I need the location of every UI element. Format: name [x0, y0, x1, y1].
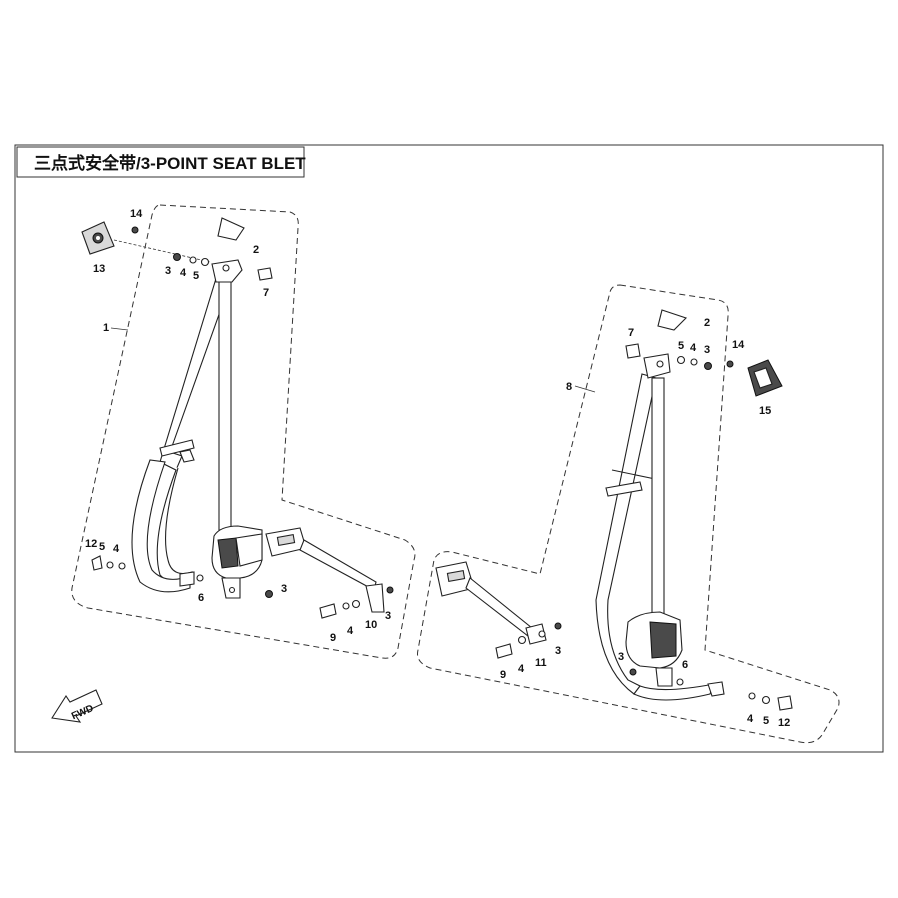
left-callout-9: 9 [330, 632, 336, 644]
right-callout-6: 6 [682, 659, 688, 671]
left-callout-3-top: 3 [165, 265, 171, 277]
left-retractor-spool [217, 537, 239, 569]
left-belt-webbing-lower [156, 461, 193, 586]
left-buckle-hardware [319, 586, 394, 619]
right-upper-bracket [747, 359, 783, 397]
left-buckle-stalk [299, 539, 377, 591]
right-belt-slide-guide [605, 481, 643, 497]
right-retractor-spool [649, 621, 677, 659]
left-seat-belt-assembly: 1 2 3 4 5 7 13 14 12 5 4 6 3 9 4 10 3 [71, 204, 416, 659]
right-anchor-hardware [629, 668, 793, 711]
left-callout-7: 7 [263, 287, 269, 299]
left-anchor-hardware [91, 555, 273, 598]
right-buckle-stalk [465, 577, 533, 637]
right-belt-webbing-vertical [651, 377, 665, 619]
left-callout-6: 6 [198, 592, 204, 604]
left-callout-10: 10 [365, 619, 377, 631]
left-belt-slide-guide [159, 439, 195, 457]
right-clip-14 [726, 360, 734, 368]
right-callout-3-low: 3 [618, 651, 624, 663]
left-callout-4-top: 4 [180, 267, 187, 279]
right-callout-11: 11 [535, 657, 547, 669]
left-callout-13: 13 [93, 263, 105, 275]
left-guide-cover [217, 217, 245, 241]
title-box: 三点式安全带/3-POINT SEAT BLET [16, 146, 306, 178]
left-upper-bracket [81, 221, 115, 255]
left-group-outline [71, 204, 416, 659]
left-buckle [265, 527, 385, 613]
diagram-title: 三点式安全带/3-POINT SEAT BLET [34, 153, 306, 173]
right-buckle-hardware [495, 622, 562, 659]
right-callout-9: 9 [500, 669, 506, 681]
right-d-ring-guide [643, 353, 671, 379]
left-bolt-7 [257, 267, 273, 281]
right-belt-lower-loop [633, 683, 715, 701]
right-retractor [625, 611, 683, 687]
right-callout-3-top: 3 [704, 344, 710, 356]
right-callout-14: 14 [732, 339, 745, 351]
right-callout-4-mid: 4 [518, 663, 525, 675]
right-callout-4-top: 4 [690, 342, 697, 354]
left-clip-14 [131, 226, 139, 234]
right-callout-3-mid: 3 [555, 645, 561, 657]
left-retractor [211, 525, 263, 599]
right-buckle [435, 561, 547, 645]
left-callout-3-mid: 3 [281, 583, 287, 595]
left-callout-3-right: 3 [385, 610, 391, 622]
right-guide-cover [657, 309, 688, 331]
left-callout-12: 12 [85, 538, 97, 550]
right-callout-2: 2 [704, 317, 710, 329]
left-callout-5-low: 5 [99, 541, 105, 553]
left-callout-1: 1 [103, 322, 109, 334]
fwd-direction-arrow: FWD [51, 689, 103, 723]
right-callout-8: 8 [566, 381, 572, 393]
right-group-outline [417, 284, 840, 744]
right-seat-belt-assembly: 8 2 7 5 4 3 14 15 3 6 9 4 11 3 4 5 12 [417, 284, 840, 744]
left-d-ring-hole [222, 264, 230, 272]
diagram-frame [14, 144, 884, 753]
right-callout-7: 7 [628, 327, 634, 339]
right-callout-4-low: 4 [747, 713, 754, 725]
left-top-hardware [173, 253, 273, 281]
left-callout-4-mid: 4 [347, 625, 354, 637]
left-buckle-bracket [365, 583, 385, 613]
right-callout-15: 15 [759, 405, 771, 417]
right-callout-5-top: 5 [678, 340, 684, 352]
right-bolt-7 [625, 343, 641, 359]
left-belt-webbing-vertical [218, 279, 232, 531]
left-callout-2: 2 [253, 244, 259, 256]
left-callout-5-top: 5 [193, 270, 199, 282]
right-top-hardware [625, 343, 712, 370]
left-callout-14: 14 [130, 208, 143, 220]
right-callout-12: 12 [778, 717, 790, 729]
right-retractor-tab [655, 667, 673, 687]
left-callout-4-low: 4 [113, 543, 120, 555]
left-slide-tab [179, 449, 195, 463]
right-callout-5-low: 5 [763, 715, 769, 727]
